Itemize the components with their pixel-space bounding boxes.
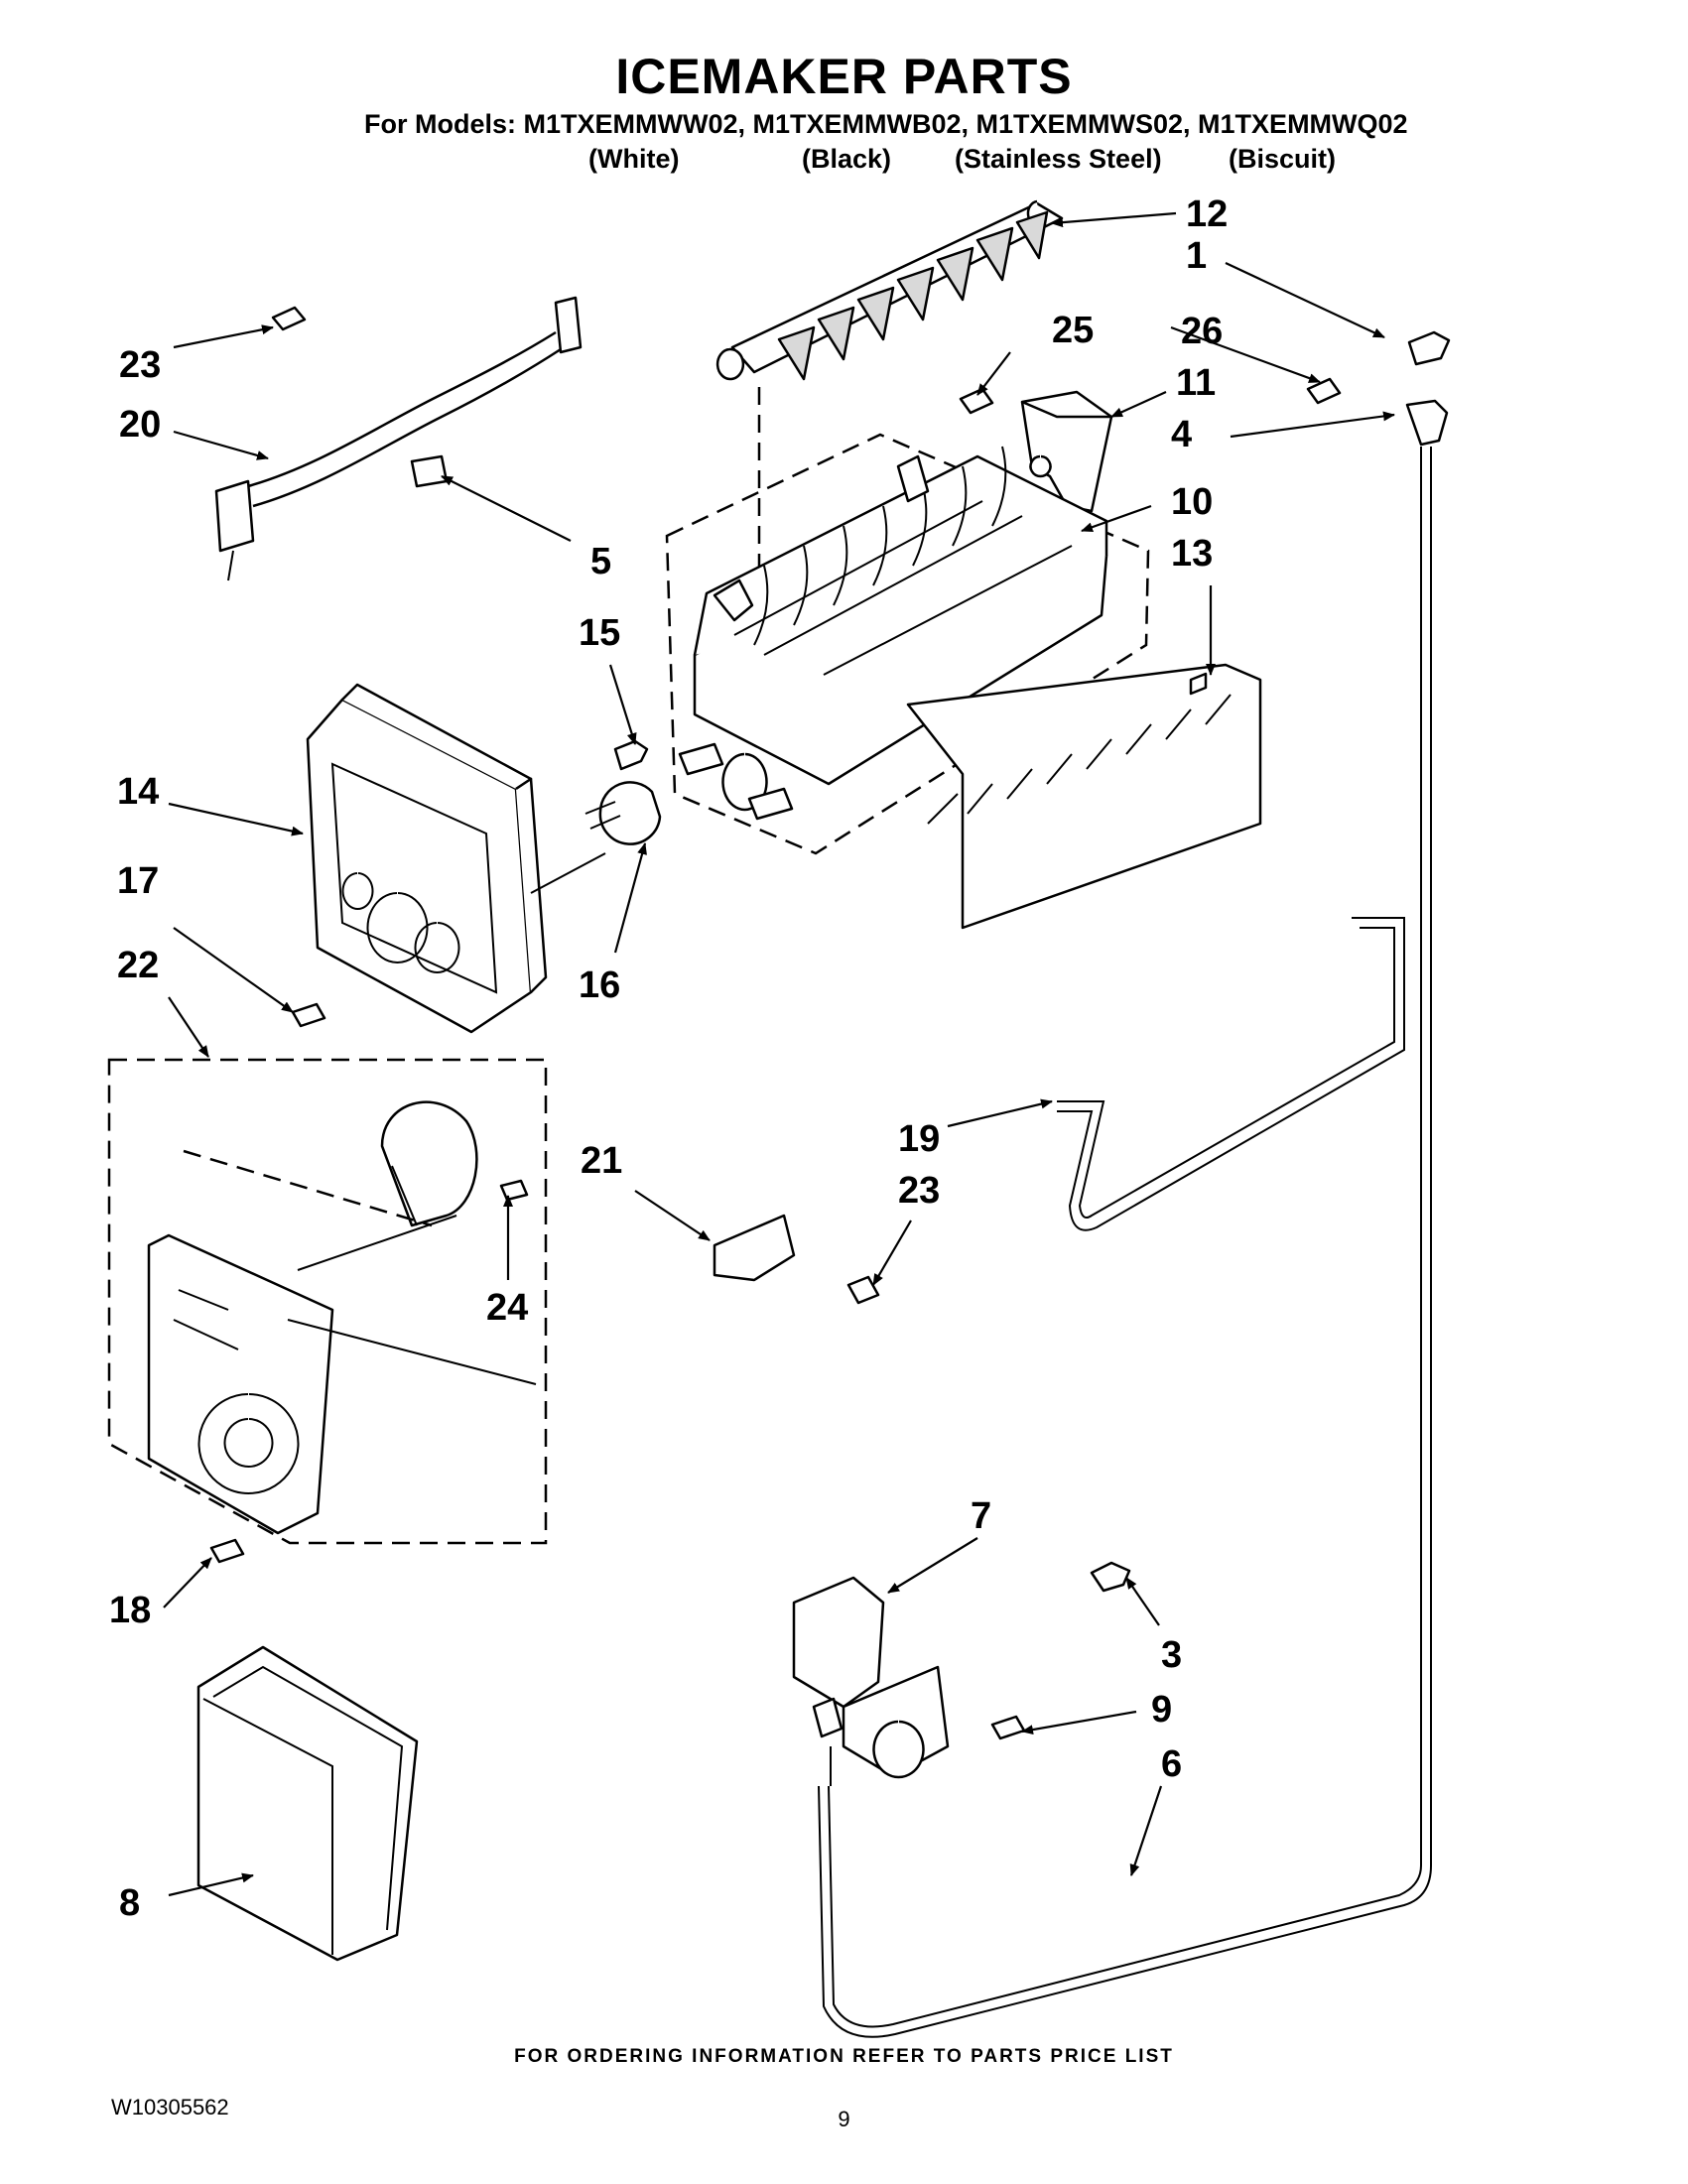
callout-20: 20 <box>119 404 161 446</box>
wire-harness-part <box>214 296 583 581</box>
screw-24 <box>499 1179 529 1202</box>
callout-24: 24 <box>486 1287 528 1329</box>
control-module-part <box>147 1233 334 1535</box>
ejector-bar-part <box>715 199 1064 381</box>
variant-black: (Black) <box>802 144 892 174</box>
icemaker-assembly-outline <box>665 433 1150 855</box>
page-title: ICEMAKER PARTS <box>615 49 1073 104</box>
water-valve-part <box>792 1576 950 1779</box>
callout-13: 13 <box>1171 533 1213 575</box>
callout-7: 7 <box>971 1495 991 1537</box>
screw-26 <box>1306 377 1342 405</box>
callout-4: 4 <box>1171 414 1192 455</box>
callout-17: 17 <box>117 860 159 902</box>
ordering-note: FOR ORDERING INFORMATION REFER TO PARTS … <box>514 2046 1174 2067</box>
models-line: For Models: M1TXEMMWW02, M1TXEMMWB02, M1… <box>364 109 1408 139</box>
screw-25 <box>959 387 994 415</box>
tube-fitting-part <box>1405 330 1451 447</box>
harness-clip-part <box>410 454 449 488</box>
variant-biscuit: (Biscuit) <box>1229 144 1336 174</box>
callout-22: 22 <box>117 945 159 986</box>
thermostat-clip-part <box>613 739 649 771</box>
callout-19: 19 <box>898 1118 940 1160</box>
bracket-part <box>713 1214 796 1282</box>
callout-1: 1 <box>1186 235 1207 277</box>
thermostat-part <box>584 781 662 845</box>
callout-14: 14 <box>117 771 159 813</box>
callout-25: 25 <box>1052 310 1094 351</box>
callout-23-top: 23 <box>119 344 161 386</box>
callout-11: 11 <box>1176 362 1216 404</box>
leader-lines <box>163 211 1395 1897</box>
motor-axis-dash <box>183 1149 433 1227</box>
tube-clip-part <box>1090 1561 1131 1593</box>
ice-mold-part <box>678 446 1108 821</box>
page-number: 9 <box>838 2107 850 2131</box>
callout-3: 3 <box>1161 1634 1182 1676</box>
thermostat-wire <box>530 852 606 894</box>
front-cover-part <box>306 683 548 1034</box>
callout-18: 18 <box>109 1590 151 1631</box>
callout-5: 5 <box>590 541 611 582</box>
screw-23-top <box>271 306 307 331</box>
ice-stripper-part <box>906 663 1262 930</box>
callout-15: 15 <box>579 612 620 654</box>
motor-part <box>380 1100 478 1227</box>
screw-23-lower <box>846 1275 880 1305</box>
screw-18 <box>209 1538 245 1564</box>
callout-9: 9 <box>1151 1689 1172 1731</box>
pad-part <box>196 1645 419 1962</box>
callout-26: 26 <box>1181 311 1223 352</box>
document-number: W10305562 <box>111 2095 229 2120</box>
screw-17 <box>291 1002 326 1028</box>
screw-9 <box>990 1715 1026 1740</box>
callout-16: 16 <box>579 964 620 1006</box>
callout-10: 10 <box>1171 481 1213 523</box>
callout-23-lower: 23 <box>898 1170 940 1212</box>
callout-6: 6 <box>1161 1743 1182 1785</box>
module-assembly-outline <box>107 1058 548 1545</box>
callout-12: 12 <box>1186 193 1228 235</box>
fill-tube-part <box>1057 927 1395 1219</box>
variant-white: (White) <box>588 144 680 174</box>
callout-8: 8 <box>119 1882 140 1924</box>
callout-21: 21 <box>581 1140 622 1182</box>
variant-stainless: (Stainless Steel) <box>955 144 1162 174</box>
water-tube-part <box>828 447 1422 2028</box>
